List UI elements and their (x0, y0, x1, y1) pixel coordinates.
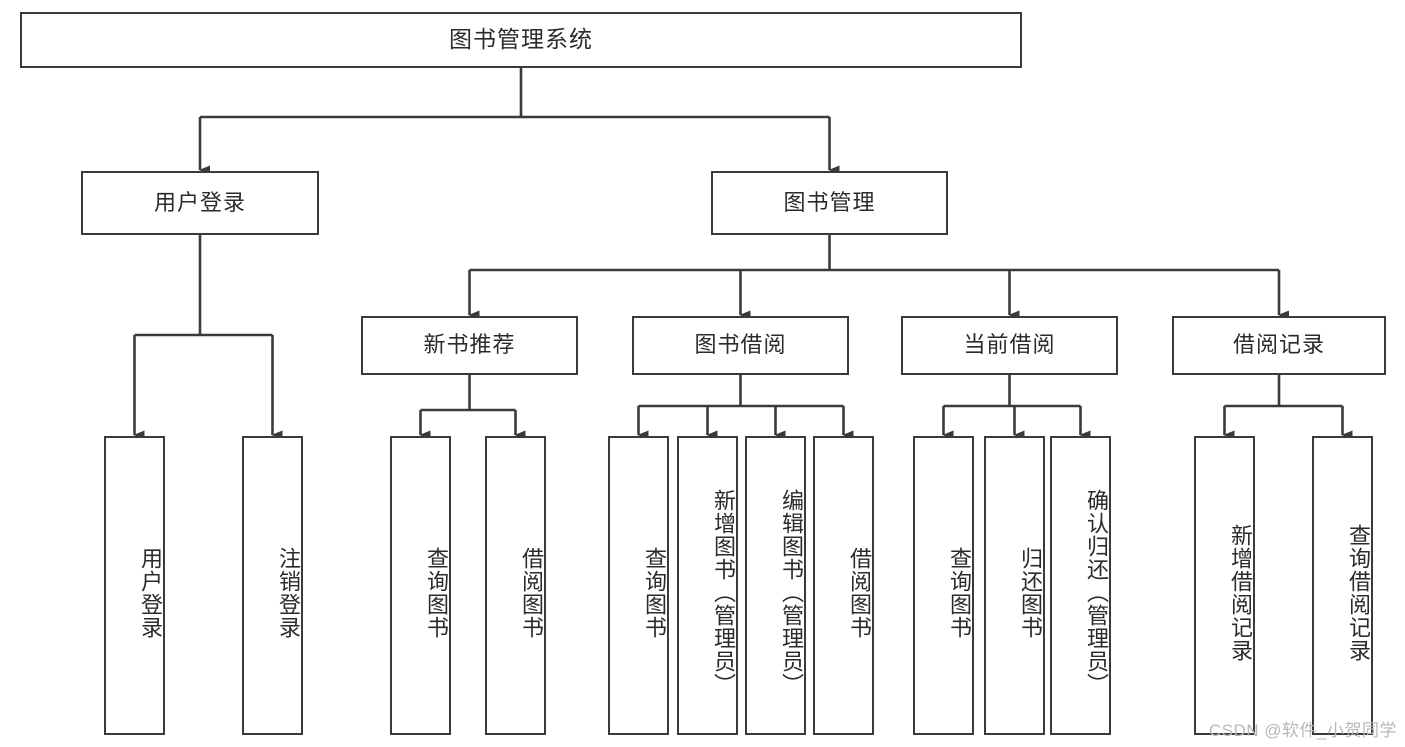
node-label: 图书管理 (783, 189, 876, 215)
node-leaf-query-book-2[interactable]: 查询图书 (608, 436, 669, 735)
node-leaf-confirm-return[interactable]: 确认归还（管理员） (1050, 436, 1111, 735)
node-leaf-logout[interactable]: 注销登录 (242, 436, 303, 735)
node-login[interactable]: 用户登录 (81, 171, 319, 235)
node-label: 借阅记录 (1232, 332, 1325, 358)
node-leaf-return-book[interactable]: 归还图书 (984, 436, 1045, 735)
node-label: 注销登录 (276, 546, 301, 639)
node-label: 查询图书 (642, 546, 667, 639)
node-borrow[interactable]: 图书借阅 (632, 316, 849, 375)
node-label: 查询图书 (424, 546, 449, 639)
node-label: 新书推荐 (423, 332, 516, 358)
node-leaf-edit-book[interactable]: 编辑图书（管理员） (745, 436, 806, 735)
node-leaf-query-book-3[interactable]: 查询图书 (913, 436, 974, 735)
node-bookmgmt[interactable]: 图书管理 (711, 171, 948, 235)
node-label: 查询图书 (947, 546, 972, 639)
watermark-text: CSDN @软件_小贺同学 (1208, 721, 1397, 740)
node-current[interactable]: 当前借阅 (901, 316, 1118, 375)
node-leaf-add-book[interactable]: 新增图书（管理员） (677, 436, 738, 735)
node-root[interactable]: 图书管理系统 (20, 12, 1022, 68)
node-record[interactable]: 借阅记录 (1172, 316, 1386, 375)
node-leaf-user-login[interactable]: 用户登录 (104, 436, 165, 735)
node-leaf-add-record[interactable]: 新增借阅记录 (1194, 436, 1255, 735)
node-label: 新增图书（管理员） (711, 489, 736, 696)
node-label: 用户登录 (153, 189, 246, 215)
node-leaf-query-book-1[interactable]: 查询图书 (390, 436, 451, 735)
node-label: 图书借阅 (694, 332, 787, 358)
node-label: 确认归还（管理员） (1084, 489, 1109, 696)
node-label: 编辑图书（管理员） (779, 489, 804, 696)
node-label: 借阅图书 (519, 546, 544, 639)
node-label: 查询借阅记录 (1346, 523, 1371, 662)
node-label: 新增借阅记录 (1228, 523, 1253, 662)
node-leaf-borrow-book-2[interactable]: 借阅图书 (813, 436, 874, 735)
node-label: 当前借阅 (963, 332, 1056, 358)
node-leaf-borrow-book-1[interactable]: 借阅图书 (485, 436, 546, 735)
node-label: 图书管理系统 (449, 26, 593, 53)
node-newbook[interactable]: 新书推荐 (361, 316, 578, 375)
node-label: 归还图书 (1018, 546, 1043, 639)
node-label: 借阅图书 (847, 546, 872, 639)
node-label: 用户登录 (138, 546, 163, 639)
node-leaf-query-record[interactable]: 查询借阅记录 (1312, 436, 1373, 735)
